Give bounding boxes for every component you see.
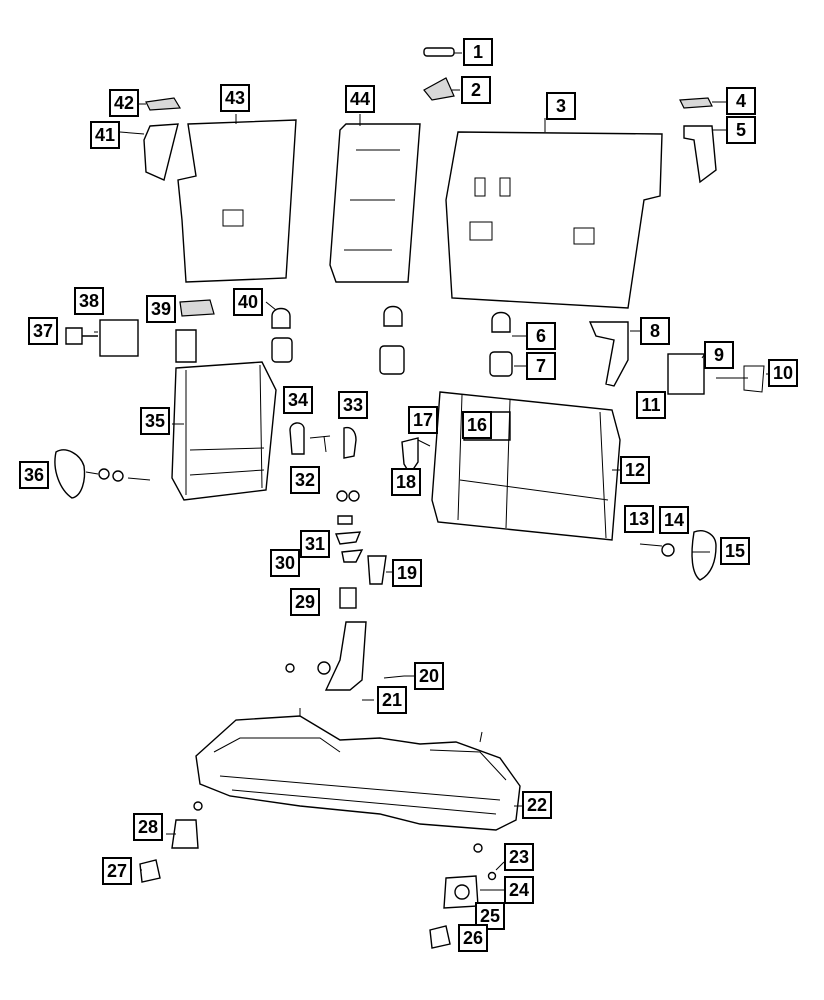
- callout-29: 29: [290, 588, 320, 616]
- part-35-left-seat-frame: [171, 361, 277, 501]
- callout-12: 12: [620, 456, 650, 484]
- callout-21: 21: [377, 686, 407, 714]
- part-44-center-back-panel: [329, 123, 421, 283]
- callout-7: 7: [526, 352, 556, 380]
- part-2-cover: [423, 77, 455, 101]
- part-15-cushion-pad: [691, 530, 717, 581]
- part-42-trim: [145, 97, 182, 111]
- part-43-left-back-panel: [177, 119, 297, 283]
- part-3-right-back-panel: [445, 131, 663, 309]
- part-38-plate: [99, 319, 139, 357]
- callout-23: 23: [504, 843, 534, 871]
- part-4-trim: [679, 97, 713, 109]
- part-31-cover: [334, 531, 362, 545]
- callout-31: 31: [300, 530, 330, 558]
- part-41-latch: [143, 123, 179, 181]
- part-30-bracket: [341, 549, 364, 563]
- callout-3: 3: [546, 92, 576, 120]
- callout-34: 34: [283, 386, 313, 414]
- part-9-plate: [667, 353, 705, 395]
- part-21-hinge-bracket: [324, 621, 367, 691]
- callout-1: 1: [463, 38, 493, 66]
- callout-10: 10: [768, 359, 798, 387]
- part-28-trim: [171, 819, 199, 849]
- callout-6: 6: [526, 322, 556, 350]
- callout-4: 4: [726, 87, 756, 115]
- callout-2: 2: [461, 76, 491, 104]
- callout-35: 35: [140, 407, 170, 435]
- callout-13: 13: [624, 505, 654, 533]
- callout-8: 8: [640, 317, 670, 345]
- callout-9: 9: [704, 341, 734, 369]
- part-33-handle: [343, 426, 357, 459]
- callout-16: 16: [462, 411, 492, 439]
- callout-36: 36: [19, 461, 49, 489]
- callout-15: 15: [720, 537, 750, 565]
- callout-43: 43: [220, 84, 250, 112]
- part-37-pivot: [65, 327, 98, 345]
- callout-28: 28: [133, 813, 163, 841]
- part-5-latch: [683, 125, 717, 184]
- callout-38: 38: [74, 287, 104, 315]
- part-14-bushing: [661, 543, 675, 557]
- callout-39: 39: [146, 295, 176, 323]
- callout-26: 26: [458, 924, 488, 952]
- callout-19: 19: [392, 559, 422, 587]
- part-26-cover: [429, 925, 451, 949]
- callout-30: 30: [270, 549, 300, 577]
- callout-27: 27: [102, 857, 132, 885]
- callout-32: 32: [290, 466, 320, 494]
- part-19-bracket: [367, 555, 387, 585]
- callout-22: 22: [522, 791, 552, 819]
- callout-18: 18: [391, 468, 421, 496]
- part-12-right-seat-frame: [431, 391, 621, 541]
- callout-14: 14: [659, 506, 689, 534]
- leader-lines: [85, 52, 768, 937]
- callout-33: 33: [338, 391, 368, 419]
- part-29-block: [339, 587, 357, 609]
- part-22-seat-cushion: [195, 715, 521, 831]
- callout-42: 42: [109, 89, 139, 117]
- part-10-pivot: [716, 365, 765, 393]
- part-27-cover: [139, 859, 161, 883]
- part-36-cushion-pad: [54, 449, 86, 499]
- callout-24: 24: [504, 876, 534, 904]
- callout-44: 44: [345, 85, 375, 113]
- part-17-clip: [417, 439, 431, 447]
- callout-17: 17: [408, 406, 438, 434]
- part-1-bracket: [423, 47, 455, 57]
- callout-40: 40: [233, 288, 263, 316]
- callout-37: 37: [28, 317, 58, 345]
- callout-41: 41: [90, 121, 120, 149]
- part-23-bolt: [487, 871, 497, 881]
- part-40-hinge: [271, 307, 291, 329]
- callout-11: 11: [636, 391, 666, 419]
- part-7-cover: [489, 351, 513, 377]
- callout-20: 20: [414, 662, 444, 690]
- part-39-plate: [179, 299, 215, 317]
- part-13-spring: [639, 543, 663, 547]
- callout-5: 5: [726, 116, 756, 144]
- part-20-bolt: [383, 675, 405, 679]
- part-8-bracket: [588, 321, 629, 387]
- part-6-hinge: [491, 311, 511, 333]
- part-34-latch: [289, 422, 305, 455]
